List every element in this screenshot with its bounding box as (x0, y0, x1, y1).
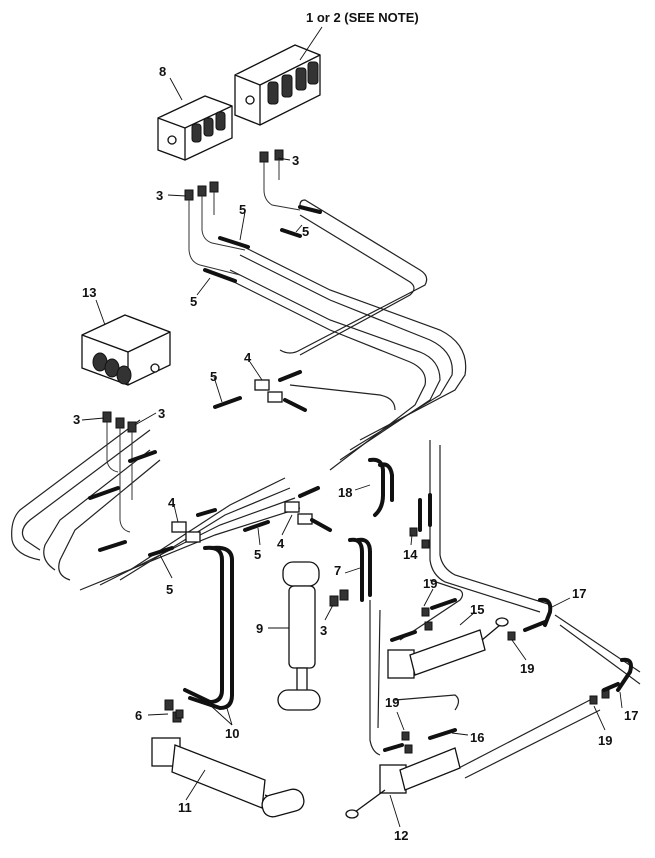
callout-17: 17 (572, 586, 586, 601)
callout-4: 4 (168, 495, 176, 510)
callout-9: 9 (256, 621, 263, 636)
callout-11: 11 (178, 800, 192, 815)
callout-5: 5 (210, 369, 217, 384)
callout-10: 10 (225, 726, 239, 741)
hose-ends (88, 205, 322, 557)
callout-13: 13 (82, 285, 96, 300)
small-fittings (175, 527, 620, 754)
callout-12: 12 (394, 828, 408, 843)
callout-6: 6 (135, 708, 142, 723)
callout-8: 8 (159, 64, 166, 79)
leader-lines (81, 26, 623, 828)
control-valve-1-or-2 (234, 44, 321, 126)
control-valve-8 (157, 95, 233, 161)
callout-3: 3 (292, 153, 299, 168)
callout-19: 19 (520, 661, 534, 676)
callout-5: 5 (239, 202, 246, 217)
control-valve-13 (81, 314, 171, 386)
callout-5: 5 (254, 547, 261, 562)
callout-5: 5 (166, 582, 173, 597)
callout-15: 15 (470, 602, 484, 617)
callout-19: 19 (385, 695, 399, 710)
callout-3: 3 (320, 623, 327, 638)
cylinder-11 (151, 737, 305, 818)
callout-17: 17 (624, 708, 638, 723)
callout-5: 5 (302, 224, 309, 239)
callout-14: 14 (403, 547, 418, 562)
tee-fittings (171, 370, 332, 543)
callout-4: 4 (277, 536, 285, 551)
callout-19: 19 (423, 576, 437, 591)
cylinder-9 (277, 561, 321, 711)
callout-7: 7 (334, 563, 341, 578)
callout-5: 5 (190, 294, 197, 309)
callout-4: 4 (244, 350, 252, 365)
hoses-thick (183, 457, 633, 711)
callout-16: 16 (470, 730, 484, 745)
callout-3: 3 (73, 412, 80, 427)
callout-3: 3 (158, 406, 165, 421)
callout-18: 18 (338, 485, 352, 500)
cylinder-15 (387, 617, 509, 679)
callout-1-or-2: 1 or 2 (SEE NOTE) (306, 10, 419, 25)
callout-labels: 1 or 2 (SEE NOTE) 8 3 3 5 5 5 13 4 5 3 3… (73, 10, 638, 843)
callout-19: 19 (598, 733, 612, 748)
hose-routing (11, 199, 641, 779)
callout-3: 3 (156, 188, 163, 203)
cylinder-12 (345, 747, 461, 819)
